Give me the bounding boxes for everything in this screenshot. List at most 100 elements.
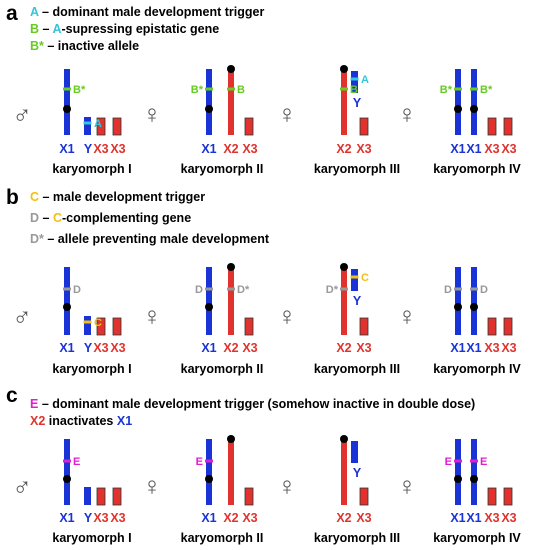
female-symbol-icon: ♀: [142, 99, 162, 129]
karyomorph-name: karyomorph I: [52, 362, 131, 376]
male-symbol-icon: ♂: [12, 301, 32, 331]
chromosome-x1: [64, 439, 70, 505]
gene-band: [83, 320, 92, 324]
gene-band: [83, 121, 92, 125]
chromosome-label: X3: [501, 142, 516, 156]
chromosome-x3: [487, 317, 497, 336]
chromosome-label: X3: [110, 142, 125, 156]
chromosome-label: X3: [356, 142, 371, 156]
chromosome-label: X3: [484, 341, 499, 355]
female-symbol-icon: ♀: [397, 99, 417, 129]
legend-text: C: [52, 211, 62, 225]
gene-label: D: [444, 284, 452, 296]
gene-band: [227, 87, 235, 91]
gene-band: [340, 287, 348, 291]
legend-text: inactivates: [45, 414, 117, 428]
chromosome-x3: [503, 317, 513, 336]
karyomorph-name: karyomorph IV: [433, 362, 521, 376]
chromosome-label: X3: [356, 341, 371, 355]
chromosome-x2: [341, 438, 347, 505]
chromosome-label: X3: [501, 511, 516, 525]
gene-band: [454, 87, 462, 91]
chromosome-label: Y: [84, 341, 93, 355]
chromosome-label: X1: [450, 341, 465, 355]
gene-band: [227, 287, 235, 291]
centromere: [63, 475, 71, 483]
karyomorph-name: karyomorph II: [181, 362, 264, 376]
gene-band: [340, 87, 348, 91]
female-symbol-icon: ♀: [277, 301, 297, 331]
chromosome-x1: [206, 267, 212, 335]
panel-label-b: b: [6, 186, 19, 209]
chromosome-x3: [244, 487, 254, 506]
gene-label: D: [195, 284, 203, 296]
gene-band: [205, 459, 213, 463]
chromosome-x3: [112, 317, 122, 336]
legend-line-c-1: E – dominant male development trigger (s…: [30, 397, 475, 411]
karyomorph-name: karyomorph IV: [433, 531, 521, 545]
male-symbol-icon: ♂: [12, 471, 32, 501]
legend-text: X1: [116, 414, 133, 428]
chromosome-x2: [228, 438, 234, 505]
gene-label: C: [94, 317, 102, 329]
chromosome-label: X2: [223, 142, 238, 156]
chromosome-x1: [64, 267, 70, 335]
chromosome-x3: [487, 117, 497, 136]
chromosome-label: X1: [466, 142, 481, 156]
chromosome-y: [84, 316, 91, 335]
gene-band: [205, 287, 213, 291]
gene-band: [63, 287, 71, 291]
chromosome-y-fused: [351, 269, 358, 291]
legend-line-b-1: C – male development trigger: [30, 190, 205, 204]
chromosome-label: Y: [84, 142, 93, 156]
chromosome-x1: [471, 69, 477, 135]
chromosome-label: X3: [110, 511, 125, 525]
gene-label: E: [445, 456, 452, 468]
centromere: [470, 105, 478, 113]
centromere: [205, 303, 213, 311]
gene-band: [470, 287, 478, 291]
chromosome-x3: [96, 117, 106, 136]
chromosome-x3: [359, 487, 369, 506]
female-symbol-icon: ♀: [277, 99, 297, 129]
legend-text: –: [39, 211, 53, 225]
gene-label: E: [73, 456, 80, 468]
chromosome-x3: [112, 487, 122, 506]
gene-band: [205, 87, 213, 91]
panel-label-a: a: [6, 2, 18, 25]
gene-band: [350, 77, 359, 81]
chromosome-label: X1: [59, 341, 74, 355]
chromosome-label: X2: [223, 341, 238, 355]
chromosome-label: X3: [484, 511, 499, 525]
gene-band: [470, 87, 478, 91]
gene-band: [454, 287, 462, 291]
chromosome-x2: [228, 68, 234, 135]
chromosome-x1: [455, 267, 461, 335]
gene-label: C: [361, 272, 369, 284]
gene-band: [350, 275, 359, 279]
legend-text: D: [30, 211, 40, 225]
karyomorph-name: karyomorph I: [52, 531, 131, 545]
centromere: [454, 105, 462, 113]
chromosome-label: X2: [223, 511, 238, 525]
centromere: [340, 65, 348, 73]
chromosome-label: X1: [201, 341, 216, 355]
female-symbol-icon: ♀: [142, 301, 162, 331]
centromere: [454, 303, 462, 311]
gene-label: D*: [237, 284, 250, 296]
chromosome-label: X1: [59, 142, 74, 156]
chromosome-label: X3: [93, 511, 108, 525]
legend-line-a-3: B* – inactive allele: [30, 39, 139, 53]
gene-label: B*: [191, 84, 204, 96]
male-symbol-icon: ♂: [12, 99, 32, 129]
legend-text: -supressing epistatic gene: [61, 22, 220, 36]
legend-line-b-2: D – C-complementing gene: [30, 211, 191, 225]
gene-band: [470, 459, 478, 463]
gene-band: [63, 459, 71, 463]
gene-label: E: [196, 456, 203, 468]
chromosome-x1: [64, 69, 70, 135]
gene-label: B: [350, 84, 358, 96]
gene-label: D*: [326, 284, 339, 296]
legend-text: B: [30, 22, 40, 36]
centromere: [227, 65, 235, 73]
